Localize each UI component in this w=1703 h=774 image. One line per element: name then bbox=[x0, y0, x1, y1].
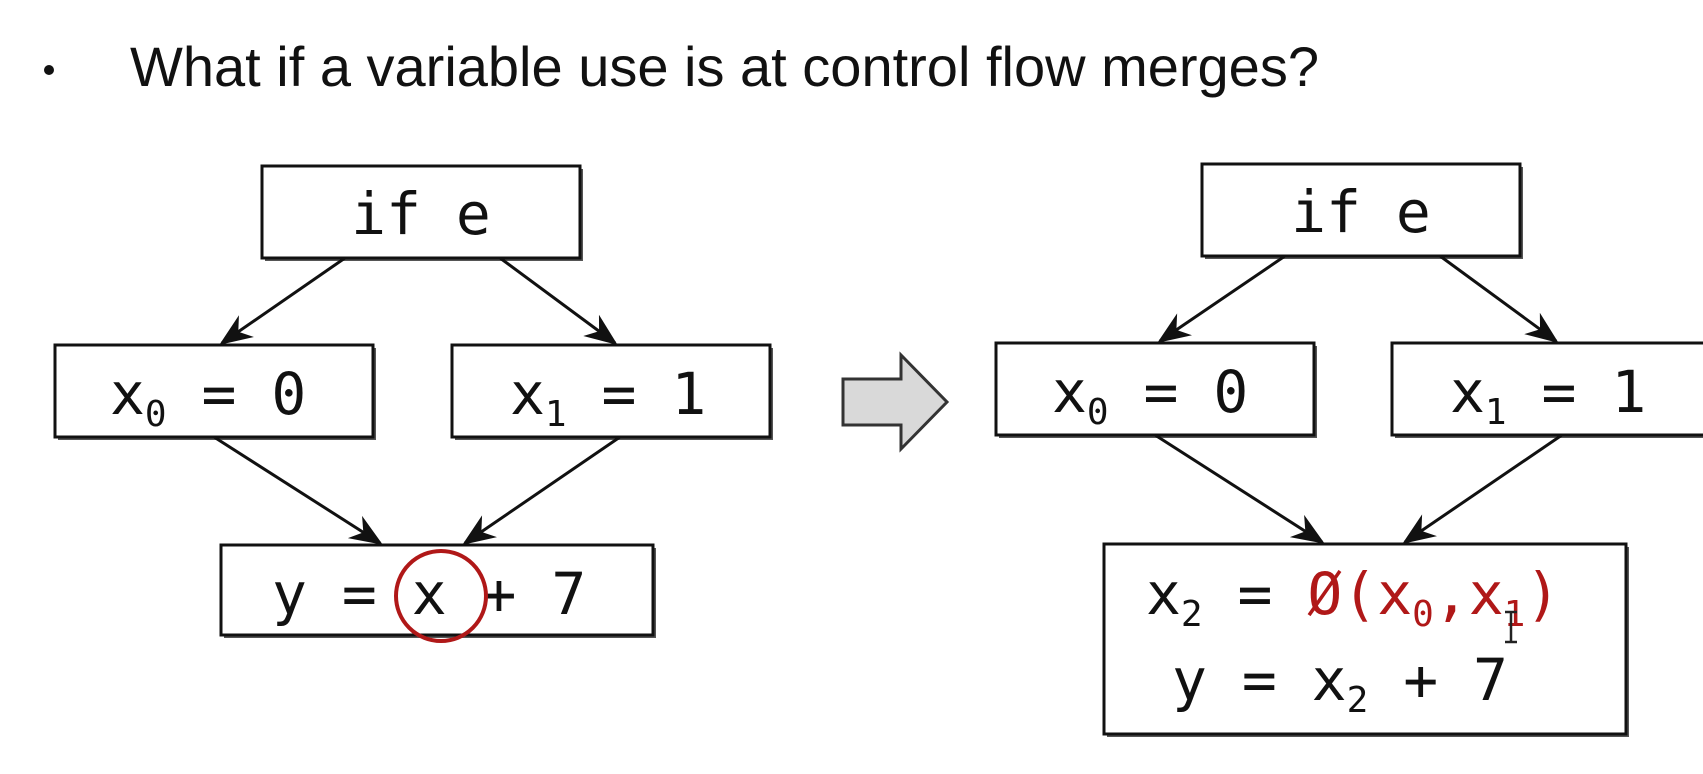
right-block-arrow-icon bbox=[841, 351, 950, 453]
left-x1-node: x1 = 1 bbox=[450, 343, 773, 440]
phi-assignment: x2 = Ø(x0,x1) bbox=[1146, 560, 1560, 635]
left-x0-label: x0 = 0 bbox=[110, 360, 306, 435]
left-if-node: if e bbox=[260, 164, 583, 261]
right-edge-x0-to-merge bbox=[1154, 433, 1325, 544]
left-use-node: y = x + 7 bbox=[219, 543, 656, 643]
text-cursor-icon bbox=[1505, 610, 1517, 644]
right-if-label: if e bbox=[1291, 178, 1431, 246]
left-diagram: if e x0 = 0 x1 = 1 y = x + 7 bbox=[53, 164, 773, 643]
right-edge-if-to-x0 bbox=[1157, 254, 1286, 343]
right-merge-node: x2 = Ø(x0,x1) y = x2 + 7 bbox=[1102, 542, 1629, 737]
right-x1-label: x1 = 1 bbox=[1450, 358, 1646, 433]
bullet-line: What if a variable use is at control flo… bbox=[44, 34, 1319, 99]
left-if-label: if e bbox=[351, 180, 491, 248]
right-if-node: if e bbox=[1200, 162, 1523, 259]
left-x1-label: x1 = 1 bbox=[510, 360, 706, 435]
bullet-icon bbox=[44, 64, 54, 75]
left-use-label: y = x + 7 bbox=[272, 560, 586, 628]
left-edge-if-to-x1 bbox=[499, 256, 618, 345]
left-edge-x0-to-use bbox=[213, 435, 383, 545]
left-edge-if-to-x0 bbox=[219, 256, 346, 345]
highlight-circle bbox=[394, 549, 488, 643]
right-edge-x1-to-merge bbox=[1402, 433, 1563, 544]
left-edge-x1-to-use bbox=[462, 435, 621, 545]
right-x0-label: x0 = 0 bbox=[1052, 358, 1248, 433]
left-x0-node: x0 = 0 bbox=[53, 343, 376, 440]
right-x1-node: x1 = 1 bbox=[1390, 341, 1703, 438]
slide-heading: What if a variable use is at control flo… bbox=[130, 35, 1319, 98]
y-assignment: y = x2 + 7 bbox=[1172, 646, 1508, 721]
right-edge-if-to-x1 bbox=[1439, 254, 1559, 343]
right-diagram: if e x0 = 0 x1 = 1 x2 = Ø(x0,x1) y = x2 … bbox=[994, 162, 1703, 737]
right-x0-node: x0 = 0 bbox=[994, 341, 1317, 438]
